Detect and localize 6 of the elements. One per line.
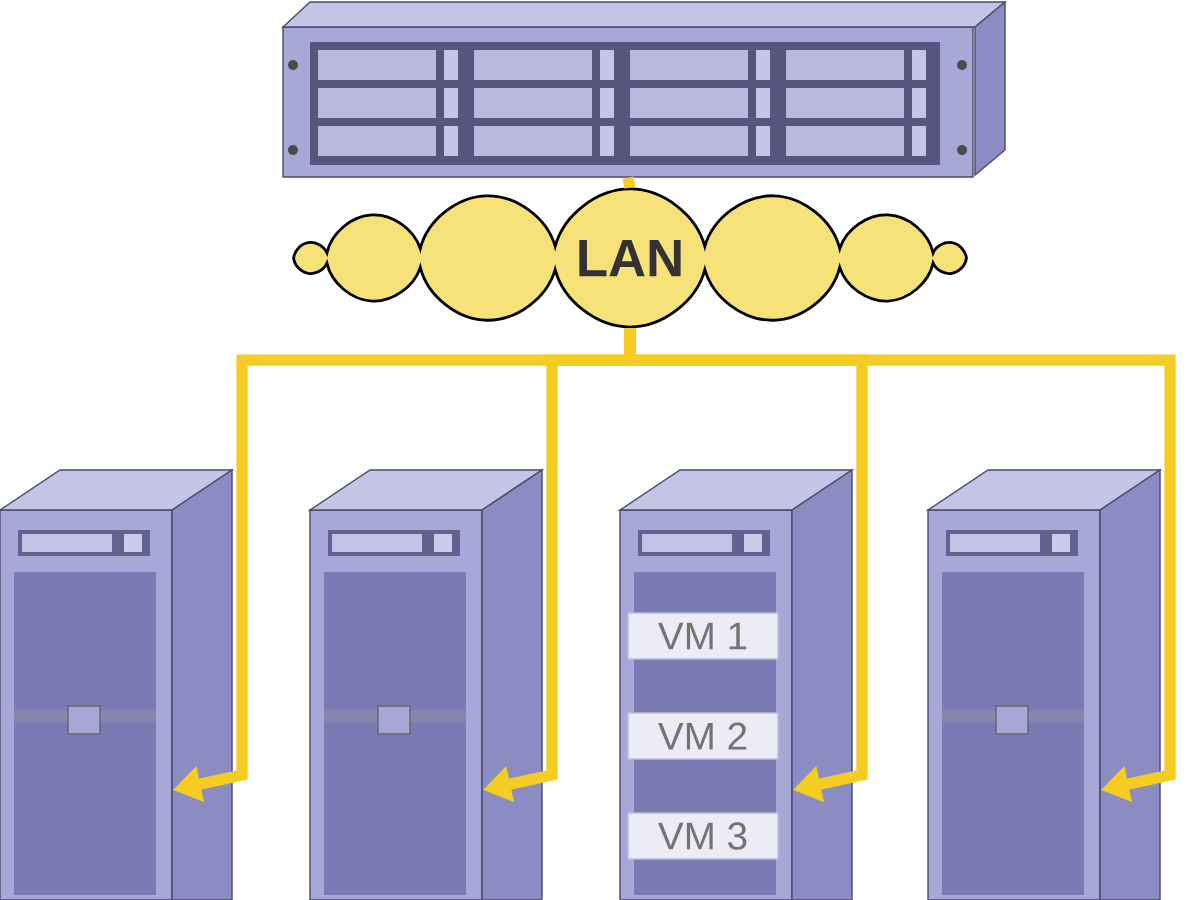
connector-arrow: [624, 328, 1176, 803]
lan-cloud: LAN: [292, 187, 968, 329]
vm-box: VM 1: [627, 612, 779, 660]
vm-box: VM 2: [627, 712, 779, 760]
vm-box: VM 3: [627, 812, 779, 860]
server-tower-drawing: [0, 468, 235, 900]
